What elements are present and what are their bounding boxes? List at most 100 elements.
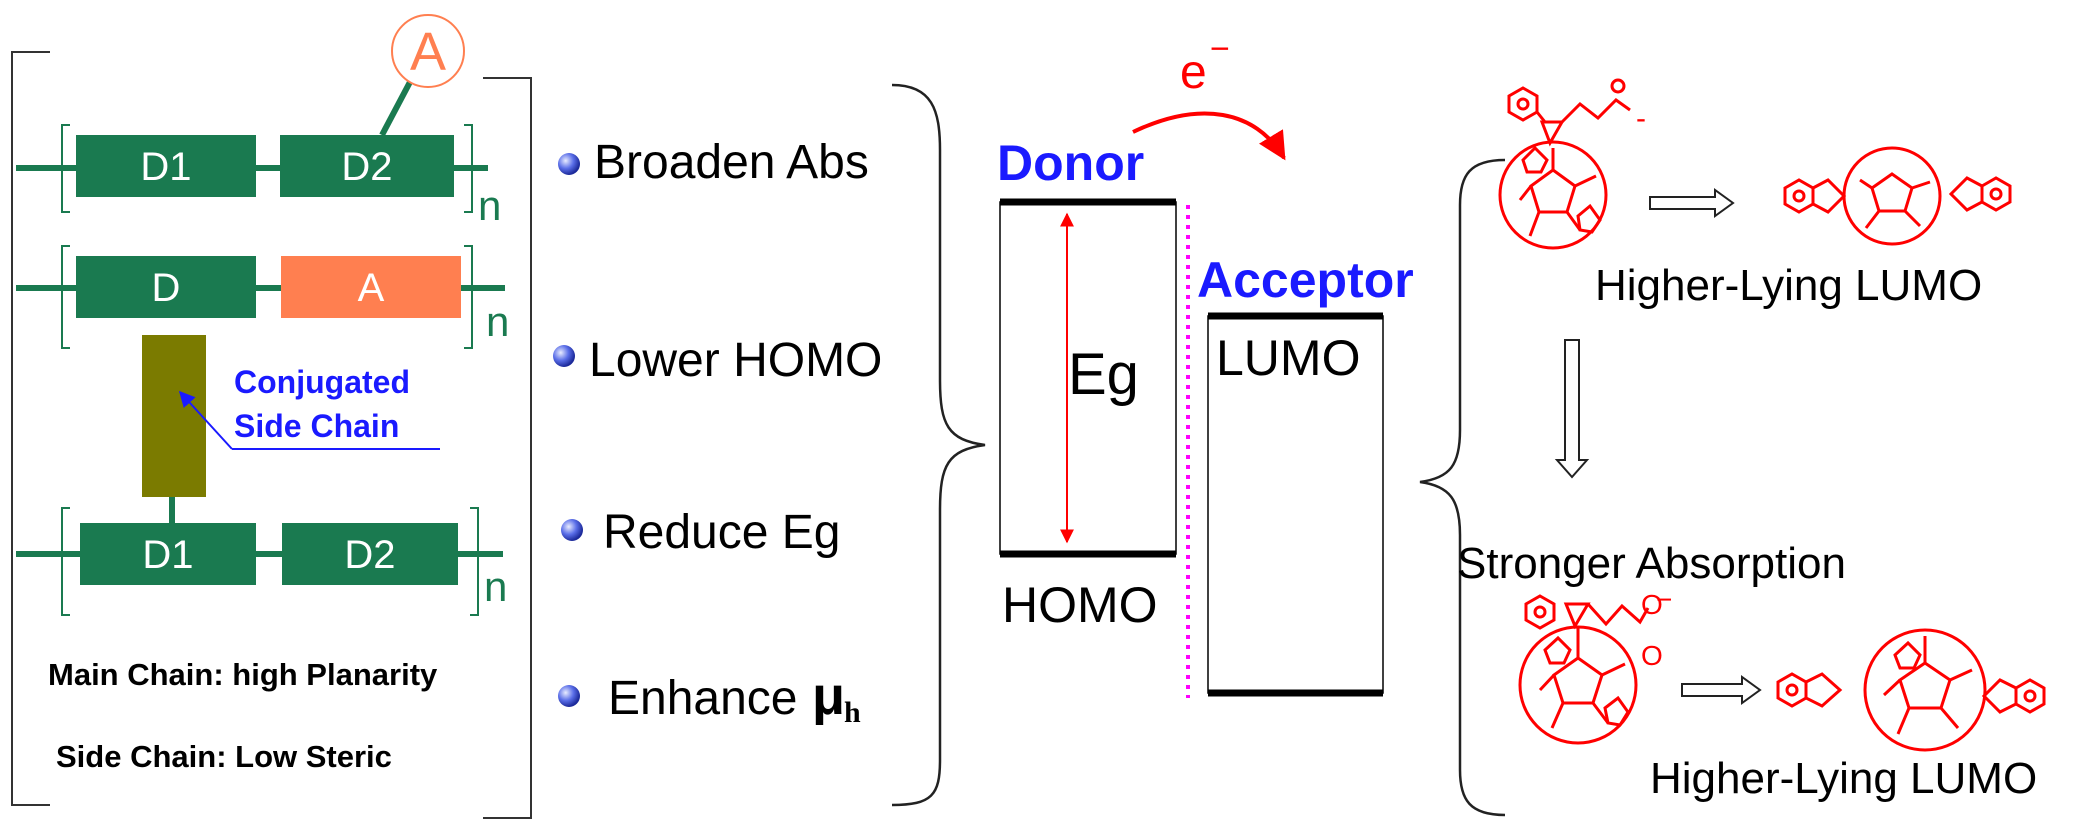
- side-chain-label-line1: Conjugated: [234, 364, 410, 400]
- note-main-chain: Main Chain: high Planarity: [48, 657, 438, 692]
- phenyl-ring: [1776, 672, 1808, 708]
- polymer-unit-3: D1 D2 n: [16, 507, 507, 616]
- repeat-bracket-left: [61, 245, 70, 349]
- aromatic-circle: [1989, 187, 2003, 201]
- block-label: D2: [344, 533, 395, 577]
- repeat-bracket-right: [464, 245, 473, 349]
- repeat-bracket-right: [464, 124, 473, 213]
- block-label: D: [152, 266, 181, 310]
- cage-bonds: [1518, 148, 1597, 237]
- right-outer-bracket: [483, 77, 532, 819]
- fullerene-cage: [1518, 625, 1638, 745]
- alkyl-chain: [1586, 602, 1650, 627]
- hollow-arrow: [1554, 339, 1590, 479]
- pcbm-structure-top: -: [1498, 78, 1646, 250]
- bullet-icon: [553, 345, 575, 367]
- arrow-down: [1554, 339, 1590, 479]
- bullet-icon: [558, 153, 580, 175]
- indene-ring: [1948, 176, 1984, 212]
- polymer-unit-2: D A n: [16, 245, 509, 349]
- side-chain-block: [142, 335, 206, 497]
- fullerene-cage: [1498, 140, 1608, 250]
- bullet-icon: [558, 685, 580, 707]
- effect-lower-homo: Lower HOMO: [589, 334, 882, 387]
- cage-pentagon: [1898, 661, 1952, 710]
- polymer-panel: D1 D2 A n D A n Conjugated Side Chai: [11, 14, 532, 819]
- aromatic-circle: [2023, 689, 2037, 703]
- block-label: D1: [140, 145, 191, 189]
- cage-pentagon: [1893, 640, 1922, 670]
- donor-label: Donor: [997, 135, 1144, 191]
- donor-block-d: [76, 256, 256, 318]
- acceptor-block-a: [281, 256, 461, 318]
- cyclopropane-bridge: [1539, 120, 1565, 147]
- pcbm-structure-bottom: [1518, 594, 1650, 745]
- block-label: D1: [142, 533, 193, 577]
- acceptor-pendant-circle: [391, 14, 465, 88]
- effect-broaden-abs: Broaden Abs: [594, 136, 869, 189]
- carboxylate-charge: −: [1656, 584, 1672, 615]
- polymer-unit-1: D1 D2 A n: [16, 14, 501, 229]
- phenyl-bond: [1535, 111, 1547, 123]
- arrow-right-bottom: [1681, 675, 1762, 705]
- indene-ring: [1981, 678, 2018, 714]
- phenyl-ring: [1507, 86, 1539, 122]
- lumo-label: LUMO: [1216, 330, 1360, 386]
- repeat-bracket-left: [61, 507, 70, 616]
- phenyl-ring: [1524, 594, 1556, 630]
- result-higher-lumo-bottom: Higher-Lying LUMO: [1650, 754, 2037, 803]
- electron-label: e: [1180, 46, 1207, 99]
- alkyl-chain: [1560, 98, 1631, 124]
- donor-block-d1: [76, 135, 256, 197]
- donor-block-d1: [80, 523, 256, 585]
- stronger-absorption-label: Stronger Absorption: [1457, 539, 1846, 588]
- effect-reduce-eg: Reduce Eg: [603, 506, 841, 559]
- cage-bonds: [1538, 628, 1626, 729]
- band-gap-label: Eg: [1068, 342, 1139, 407]
- cyclopropane-bridge: [1563, 602, 1591, 630]
- phenyl-ring: [1980, 176, 2012, 212]
- cage-bonds: [1859, 178, 1931, 229]
- fullerene-cage: [1842, 146, 1942, 246]
- cage-pentagon: [1552, 656, 1604, 705]
- block-label: A: [358, 266, 385, 310]
- oxygen-label: O: [1641, 640, 1663, 671]
- phenyl-ring: [2014, 678, 2046, 714]
- note-side-chain: Side Chain: Low Steric: [56, 739, 392, 774]
- electron-charge: −: [1210, 30, 1230, 68]
- left-outer-bracket: [11, 51, 50, 806]
- acceptor-pendant-label: A: [410, 22, 446, 82]
- pendant-bond: [379, 80, 413, 137]
- fullerene-panel: -: [1498, 78, 2046, 752]
- cage-pentagon: [1576, 203, 1602, 234]
- aromatic-circle: [1516, 97, 1530, 111]
- repeat-bracket-right: [470, 507, 479, 616]
- carbonyl-oxygen: [1610, 78, 1626, 94]
- repeat-index: n: [478, 182, 501, 229]
- energy-diagram: e − Donor Eg HOMO Acceptor LUMO: [997, 30, 1414, 698]
- hollow-arrow: [1649, 188, 1735, 218]
- cage-pentagon: [1543, 635, 1572, 665]
- block-label: D2: [341, 145, 392, 189]
- aromatic-circle: [1792, 189, 1806, 203]
- carboxylate-charge: -: [1636, 102, 1646, 135]
- aromatic-circle: [1785, 683, 1799, 697]
- donor-block-d2: [282, 523, 458, 585]
- repeat-bracket-left: [61, 124, 70, 213]
- cage-pentagon: [1521, 145, 1549, 174]
- bis-adduct-structure-top: [1783, 146, 2012, 246]
- phenyl-ring: [1783, 178, 1815, 214]
- cage-bonds: [1882, 636, 1973, 735]
- homo-label: HOMO: [1002, 577, 1158, 633]
- bis-adduct-structure-bottom: [1776, 628, 2046, 752]
- bullet-icon: [561, 519, 583, 541]
- conjugated-side-chain: Conjugated Side Chain: [142, 335, 440, 523]
- result-higher-lumo-top: Higher-Lying LUMO: [1595, 261, 1982, 310]
- cage-pentagon: [1529, 168, 1577, 214]
- electron-transfer-arrow: [1132, 111, 1286, 161]
- oxygen-label: O: [1641, 589, 1663, 620]
- indene-ring: [1811, 178, 1847, 214]
- hollow-arrow: [1681, 675, 1762, 705]
- indene-ring: [1804, 672, 1843, 708]
